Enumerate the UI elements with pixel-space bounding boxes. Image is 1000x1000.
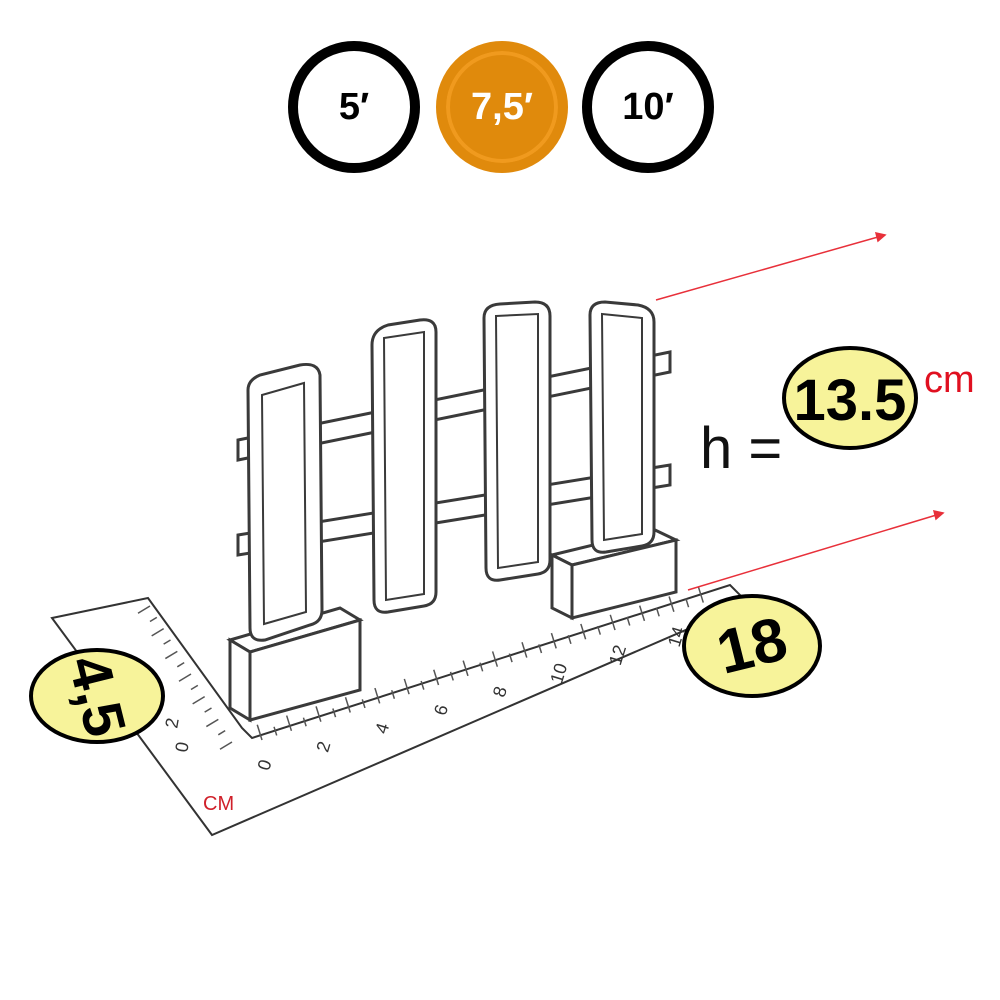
ruler-tick — [491, 651, 499, 667]
ruler-tick — [204, 707, 212, 713]
height-label: h = 13.5 cm — [700, 346, 975, 481]
ruler-tick — [151, 628, 165, 637]
ruler-tick — [374, 687, 381, 704]
ruler-tick — [190, 684, 199, 691]
ruler-tick — [449, 671, 454, 681]
ruler-tick — [479, 662, 484, 672]
ruler-tick — [567, 634, 572, 645]
ruler-tick — [219, 741, 233, 750]
ruler-tick — [192, 696, 206, 705]
ruler-tick-label: 2 — [161, 716, 182, 729]
ruler-tick — [285, 715, 293, 732]
ruler-tick — [538, 644, 543, 654]
ruler-tick — [217, 730, 226, 736]
ruler-tick — [403, 678, 410, 695]
fence-icon — [226, 300, 681, 723]
ruler-tick — [302, 717, 307, 727]
ruler-tick — [149, 616, 158, 623]
ruler-tick — [638, 605, 646, 622]
ruler-tick — [521, 642, 528, 658]
scale-selector: 5′ 7,5′ 10′ — [0, 41, 1000, 173]
depth-badge: 4,5 — [29, 648, 165, 744]
ruler-body — [50, 583, 750, 837]
length-badge: 18 — [682, 594, 822, 698]
ruler-tick — [390, 689, 396, 699]
ruler-tick — [420, 680, 425, 690]
ruler-tick-label: 0 — [171, 740, 192, 753]
ruler-tick — [580, 623, 587, 640]
ruler-tick — [596, 625, 602, 635]
ruler-tick — [164, 650, 178, 660]
dimension-lines — [655, 232, 945, 591]
scale-option-7-5[interactable]: 7,5′ — [436, 41, 568, 173]
ruler-tick — [508, 653, 513, 663]
ruler-ticks — [137, 587, 705, 750]
ruler-tick — [433, 669, 440, 686]
length-value: 18 — [710, 604, 794, 688]
scale-option-label: 7,5′ — [471, 85, 533, 128]
height-unit: cm — [924, 359, 975, 401]
ruler-unit: CM — [203, 793, 234, 815]
ruler-tick — [655, 607, 660, 617]
height-badge — [782, 346, 918, 450]
ruler-tick — [361, 699, 366, 709]
ruler-tick — [256, 724, 263, 741]
ruler-tick — [697, 587, 705, 603]
ruler-tick — [462, 660, 469, 677]
ruler-tick — [332, 708, 337, 718]
ruler-tick — [609, 614, 616, 631]
scale-option-label: 10′ — [622, 85, 674, 128]
scale-option-label: 5′ — [338, 85, 370, 128]
ruler-tick — [668, 596, 675, 612]
ruler-tick — [550, 632, 557, 649]
ruler-tick — [178, 673, 192, 682]
ruler-tick — [205, 718, 219, 728]
ruler-tick — [176, 662, 185, 668]
ruler-tick — [273, 726, 278, 736]
height-prefix: h = — [700, 416, 782, 481]
scale-option-5[interactable]: 5′ — [288, 41, 420, 173]
height-value: 13.5 — [794, 368, 907, 433]
ruler-tick — [137, 605, 151, 614]
scale-option-10[interactable]: 10′ — [582, 41, 714, 173]
ruler-tick — [163, 639, 171, 645]
ruler-tick — [315, 706, 322, 722]
ruler-tick — [626, 616, 631, 626]
ruler-tick — [685, 598, 690, 608]
ruler-tick — [344, 697, 351, 713]
